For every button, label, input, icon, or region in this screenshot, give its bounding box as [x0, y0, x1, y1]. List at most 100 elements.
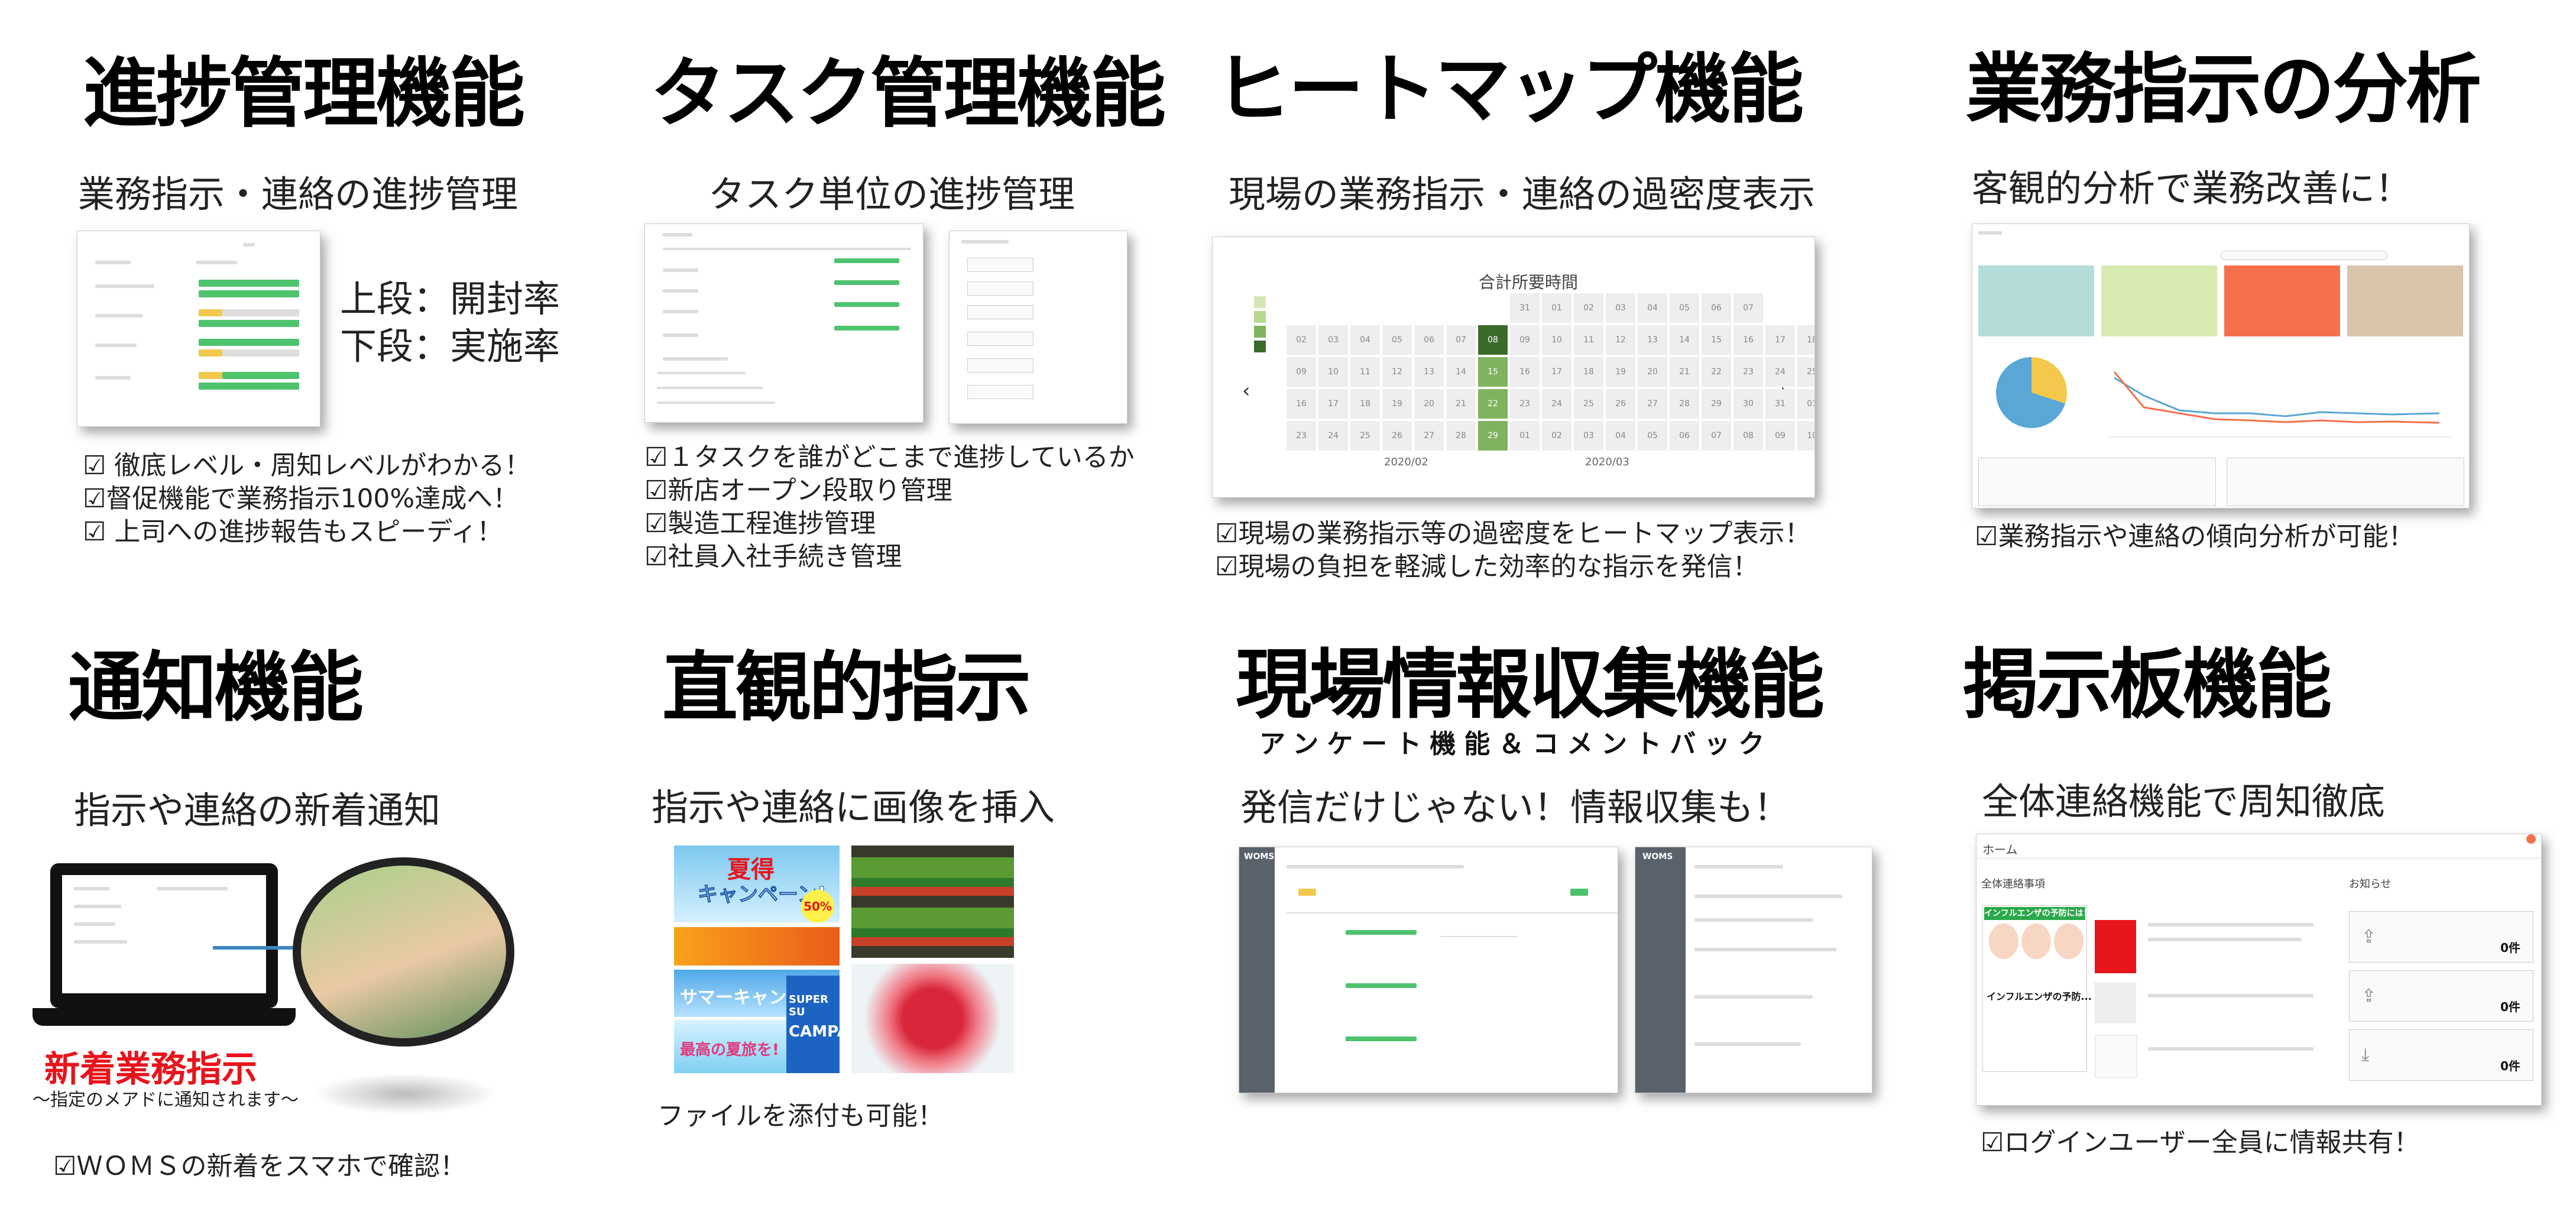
heatmap-cell: 04 — [1350, 325, 1380, 355]
heatmap-cell: 04 — [1606, 421, 1635, 451]
heatmap-cell: 17 — [1318, 389, 1348, 419]
no-image-thumbnail — [2095, 982, 2136, 1023]
notification-dot-icon[interactable] — [2526, 834, 2536, 844]
heatmap-cell: 24 — [1542, 389, 1571, 419]
heatmap-cell: 06 — [1414, 325, 1444, 355]
progress-title: 進捗管理機能 — [83, 50, 525, 138]
board-panel-left-label: 全体連絡事項 — [1981, 878, 2045, 890]
progress-screenshot — [77, 231, 320, 427]
board-notice-item[interactable]: ⇪ 0件 — [2349, 911, 2533, 963]
bullet-item: ☑業務指示や連絡の傾向分析が可能！ — [1975, 521, 2415, 552]
bullet-item: ☑ログインユーザー全員に情報共有！ — [1981, 1128, 2420, 1158]
heatmap-chart-title: 合計所要時間 — [1479, 273, 1579, 292]
heatmap-cell: 07 — [1733, 293, 1763, 323]
heatmap-cell: 02 — [1542, 421, 1571, 451]
heatmap-cell: 23 — [1287, 421, 1316, 451]
heatmap-cell: 04 — [1638, 293, 1667, 323]
board-title: 掲示板機能 — [1963, 641, 2332, 729]
bullet-item: ☑社員入社手続き管理 — [644, 542, 902, 572]
heatmap-cell: 16 — [1287, 389, 1316, 419]
heatmap-cell: 26 — [1382, 421, 1412, 451]
board-bullets: ☑ログインユーザー全員に情報共有！ — [1981, 1126, 2420, 1159]
heatmap-cell: 25 — [1574, 389, 1603, 419]
task-title: タスク管理機能 — [650, 50, 1166, 138]
field-title-sub: アンケート機能＆コメントバック — [1259, 729, 1773, 759]
heatmap-cell: 27 — [1414, 421, 1444, 451]
analysis-line-graph — [2108, 371, 2451, 438]
heatmap-cell: 31 — [1765, 389, 1795, 419]
board-notice-item[interactable]: ⤓ 0件 — [2349, 1029, 2533, 1081]
intuitive-title: 直観的指示 — [662, 644, 1031, 732]
heatmap-cell: 14 — [1670, 325, 1699, 355]
heatmap-cell: 20 — [1638, 357, 1667, 387]
analysis-bullets: ☑業務指示や連絡の傾向分析が可能！ — [1975, 520, 2414, 553]
poster-thumbnail — [2095, 920, 2136, 973]
heatmap-cell: 13 — [1638, 325, 1667, 355]
task-screenshot-side — [949, 231, 1127, 424]
laptop-base — [33, 1008, 296, 1026]
heatmap-cell: 10 — [1318, 357, 1348, 387]
heatmap-cell: 10 — [1797, 421, 1814, 451]
bullet-item: ☑ 徹底レベル・周知レベルがわかる！ — [83, 451, 531, 481]
analysis-tile — [1978, 265, 2094, 336]
download-icon: ⤓ — [2361, 1045, 2370, 1065]
heatmap-cell: 07 — [1446, 325, 1476, 355]
heatmap-cell: 28 — [1670, 389, 1699, 419]
analysis-tile — [2224, 265, 2340, 336]
field-subtitle: 発信だけじゃない！情報収集も！ — [1240, 786, 1791, 829]
intuitive-bullets: ファイルを添付も可能！ — [657, 1100, 944, 1133]
heatmap-cell: 10 — [1542, 325, 1571, 355]
bullet-item: ☑ＷＯＭＳの新着をスマホで確認！ — [53, 1151, 466, 1181]
heatmap-cell: 02 — [1287, 325, 1316, 355]
upload-icon: ⇪ — [2361, 986, 2377, 1006]
heatmap-cell: 17 — [1765, 325, 1795, 355]
progress-lower-label: 下段：実施率 — [340, 325, 560, 368]
heatmap-cell: 16 — [1510, 357, 1540, 387]
progress-upper-label: 上段：開封率 — [340, 277, 560, 320]
heatmap-cell: 26 — [1606, 389, 1635, 419]
flower-bouquet-photo — [851, 964, 1014, 1073]
heatmap-cell: 25 — [1350, 421, 1380, 451]
prev-arrow-icon[interactable]: ‹ — [1242, 379, 1250, 403]
heatmap-cell: 01 — [1510, 421, 1540, 451]
bullet-item: ☑１タスクを誰がどこまで進捗しているか — [644, 442, 1135, 472]
heatmap-cell: 29 — [1478, 421, 1508, 451]
heatmap-cell: 17 — [1542, 357, 1571, 387]
board-card[interactable]: インフルエンザの予防には！ インフルエンザの予防... — [1982, 905, 2092, 1072]
heatmap-cell: 16 — [1733, 325, 1763, 355]
board-panel-right-label: お知らせ — [2349, 878, 2392, 890]
progress-bullets: ☑ 徹底レベル・周知レベルがわかる！ ☑督促機能で業務指示100%達成へ！ ☑ … — [83, 449, 530, 549]
heatmap-cell: 24 — [1765, 357, 1795, 387]
heatmap-cell: 05 — [1638, 421, 1667, 451]
banner-image: 最高の夏旅を! — [674, 1020, 786, 1073]
heatmap-cell: 18 — [1574, 357, 1603, 387]
board-home-label: ホーム — [1982, 843, 2018, 857]
heatmap-cell: 15 — [1702, 325, 1731, 355]
heatmap-cell: 01 — [1797, 389, 1814, 419]
heatmap-cell: 30 — [1733, 389, 1763, 419]
heatmap-cell: 19 — [1382, 389, 1412, 419]
board-notice-item[interactable]: ⇪ 0件 — [2349, 970, 2533, 1022]
notify-arrow-line — [213, 946, 302, 950]
field-title: 現場情報収集機能 — [1236, 641, 1825, 729]
heatmap-cell: 22 — [1702, 357, 1731, 387]
notify-subtitle: 指示や連絡の新着通知 — [74, 789, 441, 832]
heatmap-cell: 09 — [1510, 325, 1540, 355]
heatmap-cell: 14 — [1446, 357, 1476, 387]
heatmap-cell: 29 — [1702, 389, 1731, 419]
intuitive-subtitle: 指示や連絡に画像を挿入 — [652, 786, 1055, 829]
smartphone-user-photo — [293, 857, 514, 1047]
analysis-tile — [2101, 265, 2217, 336]
heatmap-cell: 06 — [1670, 421, 1699, 451]
heatmap-cell: 23 — [1510, 389, 1540, 419]
work-life-thumbnail — [2095, 1035, 2137, 1078]
analysis-pie-icon — [1996, 357, 2067, 428]
heatmap-cell: 03 — [1574, 421, 1603, 451]
heatmap-cell: 28 — [1446, 421, 1476, 451]
notify-bullets: ☑ＷＯＭＳの新着をスマホで確認！ — [53, 1150, 466, 1183]
bullet-item: ファイルを添付も可能！ — [657, 1101, 944, 1131]
heatmap-cell: 07 — [1702, 421, 1731, 451]
heatmap-cell: 27 — [1638, 389, 1667, 419]
heatmap-cell: 31 — [1510, 293, 1540, 323]
banner-image: 夏得 キャンペーン! 50% — [674, 845, 840, 922]
